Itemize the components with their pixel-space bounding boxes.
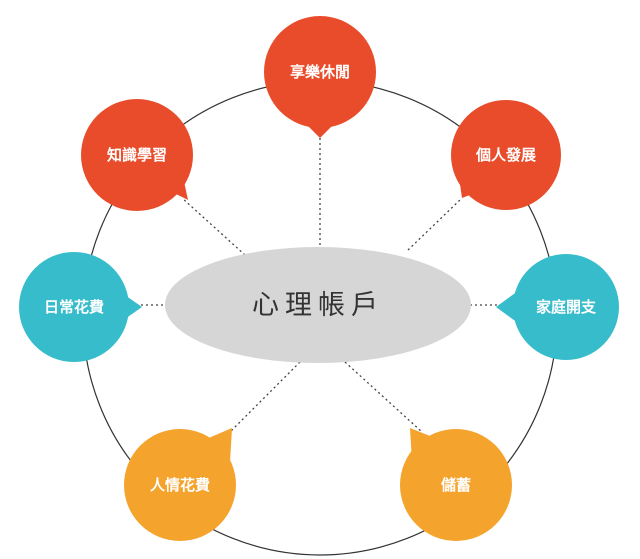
node-label-savings: 儲蓄: [441, 476, 471, 494]
node-label-personal: 個人發展: [475, 146, 536, 164]
node-label-social: 人情花費: [150, 476, 210, 494]
node-leisure: 享樂休閒: [264, 16, 376, 138]
node-learning: 知識學習: [81, 99, 193, 211]
node-label-home: 家庭開支: [536, 298, 597, 316]
bubble-social: [124, 429, 236, 541]
bubble-savings: [400, 429, 512, 541]
center-label: 心理帳戶: [252, 290, 384, 321]
bubble-daily: [19, 252, 129, 362]
node-label-learning: 知識學習: [107, 146, 167, 164]
node-social: 人情花費: [124, 428, 236, 541]
bubble-personal: [451, 100, 561, 210]
bubble-learning: [81, 99, 193, 211]
connector-savings: [344, 361, 423, 433]
bubble-home: [513, 254, 619, 360]
node-label-daily: 日常花費: [44, 298, 104, 316]
node-daily: 日常花費: [19, 252, 142, 362]
node-label-leisure: 享樂休閒: [290, 63, 350, 81]
connector-personal: [407, 197, 463, 251]
connector-learning: [181, 197, 246, 256]
bubble-leisure: [264, 16, 376, 128]
node-personal: 個人發展: [451, 100, 561, 210]
node-home: 家庭開支: [496, 254, 619, 360]
connector-social: [229, 361, 301, 433]
center-ellipse: [165, 247, 471, 363]
node-savings: 儲蓄: [400, 428, 512, 541]
